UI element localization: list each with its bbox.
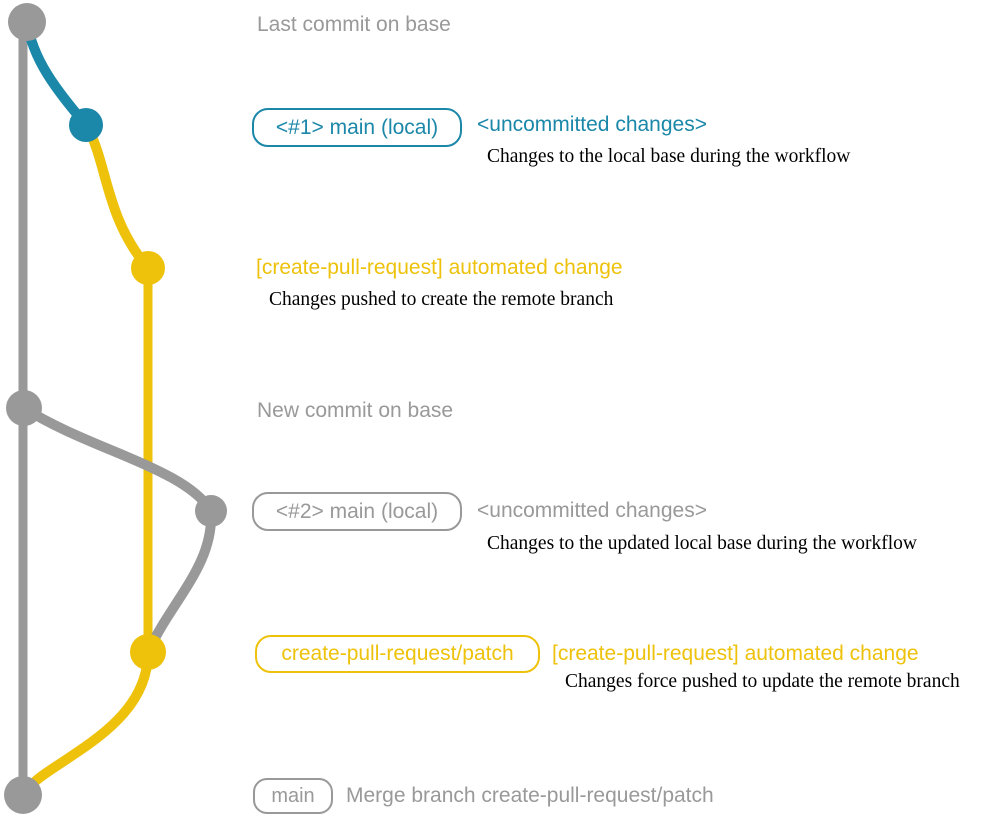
- caption-push-create-remote: Changes pushed to create the remote bran…: [269, 289, 614, 310]
- updated-local-main-curve: [19, 403, 216, 516]
- branch-label-main: main: [253, 778, 333, 814]
- automated-change-message-1: [create-pull-request] automated change: [256, 256, 623, 279]
- commit-dot-new-base: [6, 390, 42, 426]
- commit-dot-local-main-2: [195, 495, 227, 527]
- caption-force-push-remote: Changes force pushed to update the remot…: [565, 671, 960, 692]
- commit-dot-merge: [4, 776, 42, 814]
- new-commit-title: New commit on base: [257, 399, 454, 422]
- commit-dot-local-main-1: [69, 108, 103, 142]
- caption-updated-local-base-changes: Changes to the updated local base during…: [487, 533, 917, 554]
- commit-dot-automated-change: [131, 251, 165, 285]
- automated-change-message-2: [create-pull-request] automated change: [552, 642, 919, 665]
- uncommitted-changes-message-1: <uncommitted changes>: [477, 113, 707, 136]
- branch-label-text: <#2> main (local): [275, 499, 439, 523]
- branch-label-patch: create-pull-request/patch: [255, 635, 540, 673]
- commit-dot-last-base: [8, 3, 46, 41]
- merge-branch-message: Merge branch create-pull-request/patch: [346, 784, 714, 807]
- branch-label-main-local-1: <#1> main (local): [252, 108, 462, 147]
- caption-local-base-changes: Changes to the local base during the wor…: [487, 146, 851, 167]
- patch-branch-curve-top: [81, 120, 153, 273]
- branch-label-text: main: [271, 784, 315, 807]
- last-commit-title: Last commit on base: [257, 13, 451, 36]
- branch-label-text: <#1> main (local): [275, 115, 439, 139]
- uncommitted-changes-message-2: <uncommitted changes>: [477, 499, 707, 522]
- commit-dot-force-push: [130, 634, 166, 670]
- branch-label-main-local-2: <#2> main (local): [252, 492, 462, 531]
- patch-merge-curve: [18, 647, 153, 800]
- branch-label-text: create-pull-request/patch: [281, 642, 514, 665]
- updated-local-main-merge-curve: [143, 506, 217, 657]
